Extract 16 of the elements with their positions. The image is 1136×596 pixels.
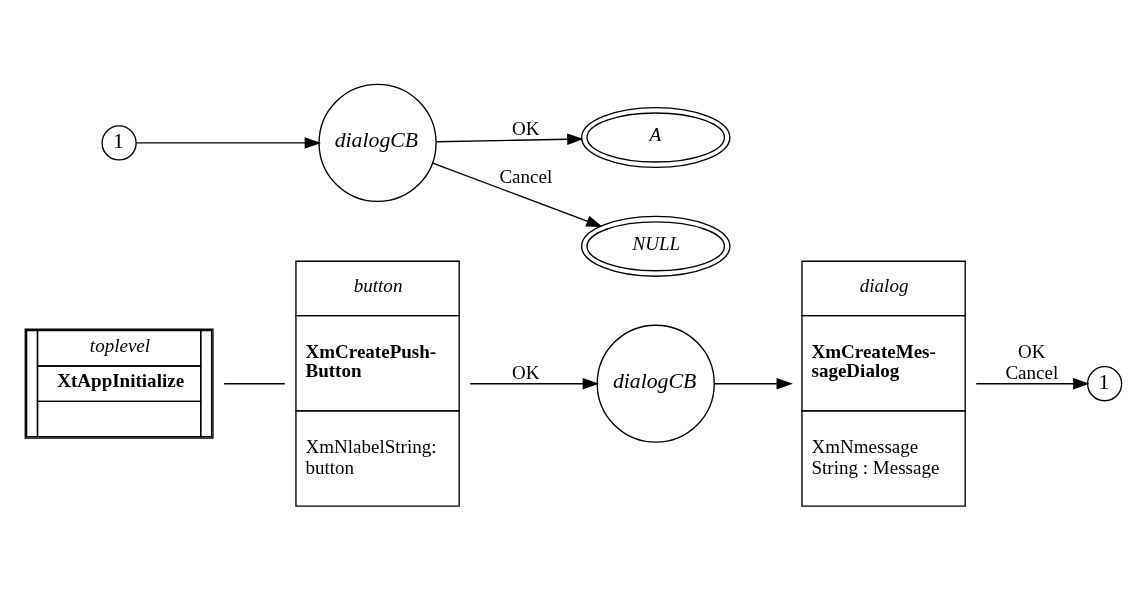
node-circle: 1 — [1086, 366, 1123, 402]
node-circle: 1 — [101, 125, 137, 161]
arrow — [432, 162, 603, 227]
arrow — [436, 133, 584, 145]
node-ellipse: A — [580, 106, 731, 169]
node-circle: dialogCB — [596, 324, 715, 443]
edge-label: Cancel — [499, 165, 553, 187]
edge-label: OK — [512, 118, 540, 140]
arrow — [469, 377, 600, 390]
edge-label: OK Cancel — [1005, 341, 1059, 383]
arrow — [135, 137, 321, 149]
arrow — [713, 377, 793, 390]
arrow — [975, 377, 1090, 390]
edge-label: OK — [512, 361, 540, 383]
connector — [223, 383, 286, 385]
node-circle: dialogCB — [318, 83, 437, 203]
